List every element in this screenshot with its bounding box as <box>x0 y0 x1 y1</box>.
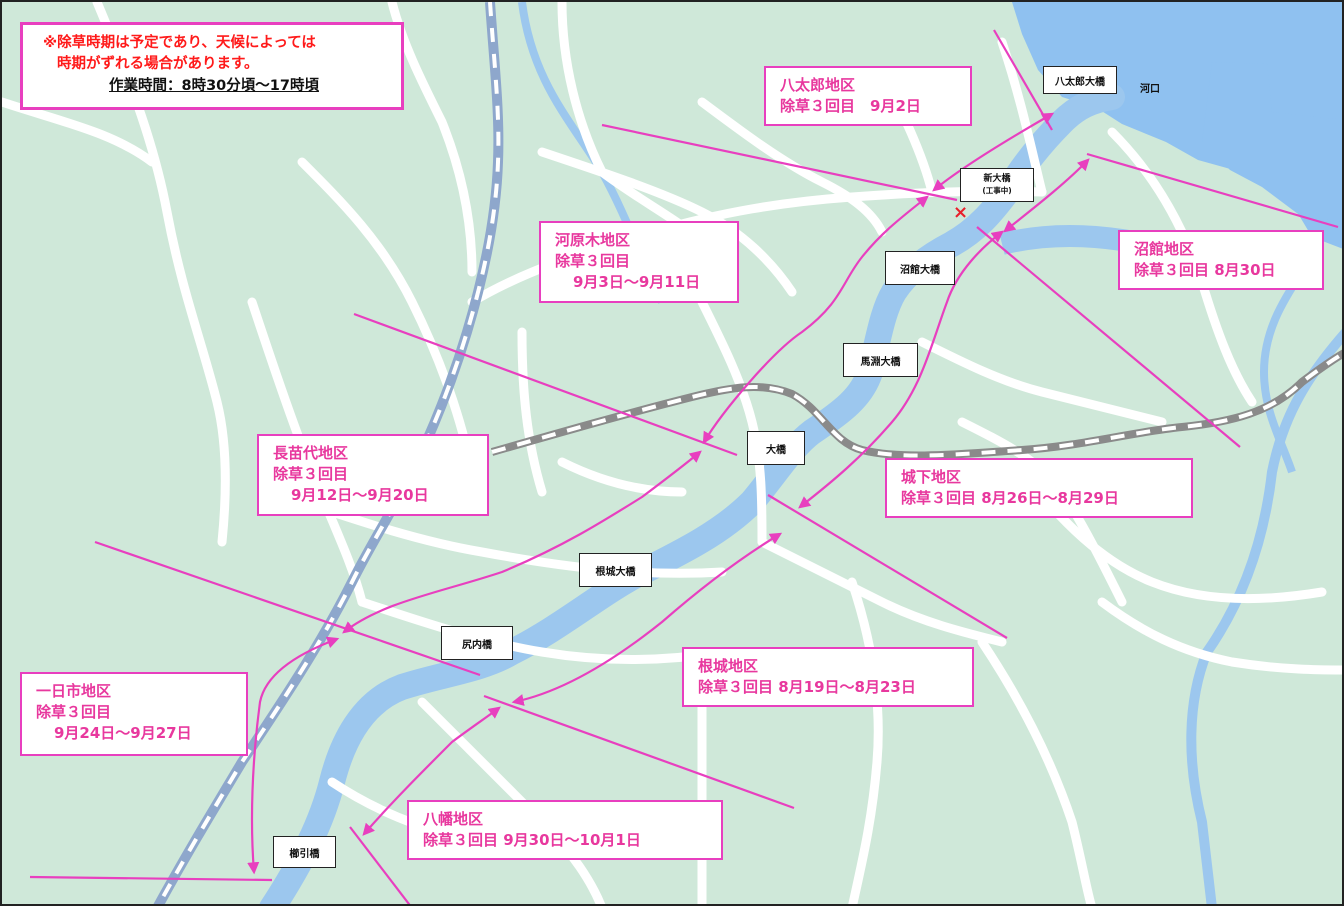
area-detail: 除草３回目 8月26日～8月29日 <box>901 489 1119 507</box>
place-kakou: 河口 <box>1140 84 1160 95</box>
harbour-area <box>1202 62 1342 222</box>
area-box-yawata: 八幡地区 除草３回目 9月30日～10月1日 <box>407 800 723 860</box>
area-box-nagawashiro: 長苗代地区 除草３回目 9月12日～9月20日 <box>257 434 489 516</box>
notice-line-2: 時期がずれる場合があります。 <box>57 56 259 72</box>
railway-east <box>490 349 1342 460</box>
notice-line-1: ※除草時期は予定であり、天候によっては <box>43 35 316 51</box>
area-name: 根城地区 <box>698 657 759 675</box>
bridge-name: 新大橋 <box>983 174 1011 184</box>
bridge-shiriuchi-bashi: 尻内橋 <box>441 626 513 660</box>
main-river <box>259 84 1125 904</box>
area-box-shiroshita: 城下地区 除草３回目 8月26日～8月29日 <box>885 458 1193 518</box>
area-dates: 9月12日～9月20日 <box>291 486 429 504</box>
sea-area <box>1012 2 1342 249</box>
area-detail: 除草３回目 9月30日～10月1日 <box>423 831 641 849</box>
work-routes <box>247 112 1090 875</box>
area-detail: 除草３回目 8月19日～8月23日 <box>698 678 916 696</box>
work-hours: 作業時間：8時30分頃～17時頃 <box>109 78 319 94</box>
area-name: 一日市地区 <box>36 682 112 700</box>
bridge-nejo-ohashi: 根城大橋 <box>579 553 652 587</box>
bridge-mabuchi-ohashi: 馬淵大橋 <box>843 343 918 377</box>
area-box-nejo: 根城地区 除草３回目 8月19日～8月23日 <box>682 647 974 707</box>
bridge-hattaro-ohashi: 八太郎大橋 <box>1043 66 1117 94</box>
bridge-note: (工事中) <box>982 186 1012 195</box>
area-name: 城下地区 <box>901 468 962 486</box>
area-detail: 除草３回目 8月30日 <box>1134 261 1276 279</box>
area-detail: 除草３回目 9月2日 <box>780 97 921 115</box>
bridge-numadate-ohashi: 沼館大橋 <box>885 251 955 285</box>
notice-box: ※除草時期は予定であり、天候によっては 時期がずれる場合があります。 作業時間：… <box>20 22 404 110</box>
area-box-hattaro: 八太郎地区 除草３回目 9月2日 <box>764 66 972 126</box>
area-name: 八太郎地区 <box>780 76 856 94</box>
area-name: 八幡地区 <box>423 810 484 828</box>
area-name: 長苗代地区 <box>273 444 349 462</box>
area-name: 河原木地区 <box>555 231 631 249</box>
district-boundaries <box>29 29 1339 904</box>
area-box-hitoichi: 一日市地区 除草３回目 9月24日～9月27日 <box>20 672 248 756</box>
area-box-kawaragi: 河原木地区 除草３回目 9月3日～9月11日 <box>539 221 739 303</box>
area-dates: 9月3日～9月11日 <box>573 273 701 291</box>
area-round: 除草３回目 <box>273 465 349 483</box>
bridge-kushihiki-bashi: 櫛引橋 <box>273 836 336 868</box>
tributary-right <box>1186 328 1342 904</box>
area-round: 除草３回目 <box>555 252 631 270</box>
area-dates: 9月24日～9月27日 <box>54 724 192 742</box>
bridge-ohashi: 大橋 <box>747 431 805 465</box>
area-round: 除草３回目 <box>36 703 112 721</box>
bridge-shin-ohashi: 新大橋 (工事中) <box>960 168 1034 202</box>
area-name: 沼館地区 <box>1134 240 1195 258</box>
area-box-numadate: 沼館地区 除草３回目 8月30日 <box>1118 230 1324 290</box>
tributary-right-2 <box>1259 269 1306 474</box>
construction-x-icon: × <box>953 202 969 223</box>
